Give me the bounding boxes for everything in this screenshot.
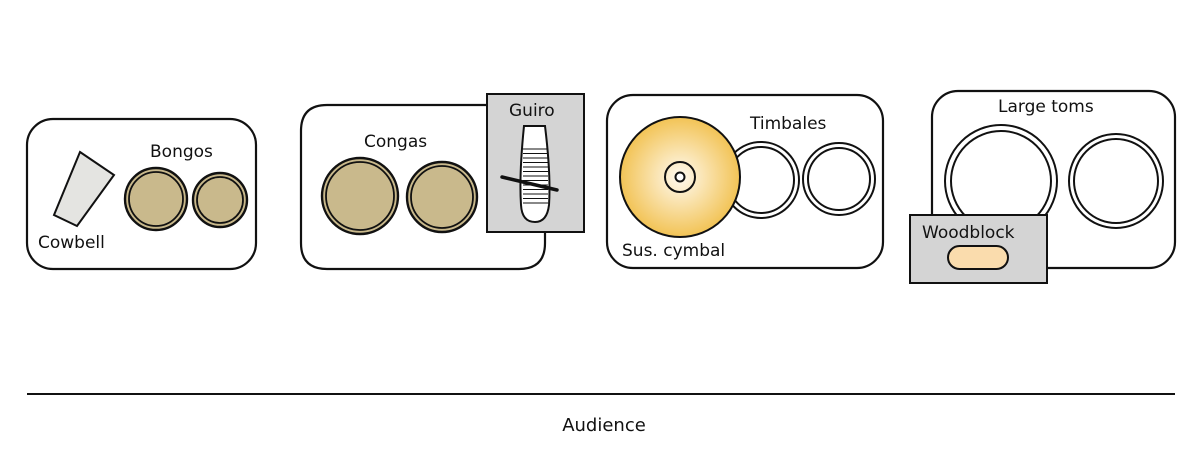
large-toms-label: Large toms — [998, 97, 1094, 117]
cowbell-label: Cowbell — [38, 233, 105, 253]
group-congas-guiro: Congas Guiro — [299, 93, 585, 271]
timbale-small-icon — [802, 142, 876, 216]
woodblock-label: Woodblock — [922, 223, 1015, 243]
bongos-label: Bongos — [150, 142, 213, 162]
group-cymbal-timbales: Timbales Sus. cymbal — [605, 93, 885, 270]
timbales-label: Timbales — [749, 114, 827, 134]
group-toms-woodblock: Large toms Woodblock — [909, 89, 1177, 284]
conga-small-icon — [405, 160, 479, 234]
congas-label: Congas — [364, 132, 427, 152]
audience-label: Audience — [562, 415, 646, 436]
tom-small-icon — [1068, 133, 1164, 229]
bongo-large-icon — [123, 166, 189, 232]
conga-large-icon — [320, 156, 400, 236]
group-bongos-cowbell: Cowbell Bongos — [25, 117, 258, 271]
suspended-cymbal-icon — [619, 116, 741, 238]
cowbell-icon — [52, 150, 116, 228]
woodblock-icon — [947, 245, 1009, 270]
bongo-small-icon — [191, 171, 249, 229]
guiro-scraper-icon — [500, 175, 559, 192]
guiro-label: Guiro — [509, 101, 555, 121]
sus-cymbal-label: Sus. cymbal — [622, 241, 725, 261]
guiro-icon — [500, 125, 559, 224]
